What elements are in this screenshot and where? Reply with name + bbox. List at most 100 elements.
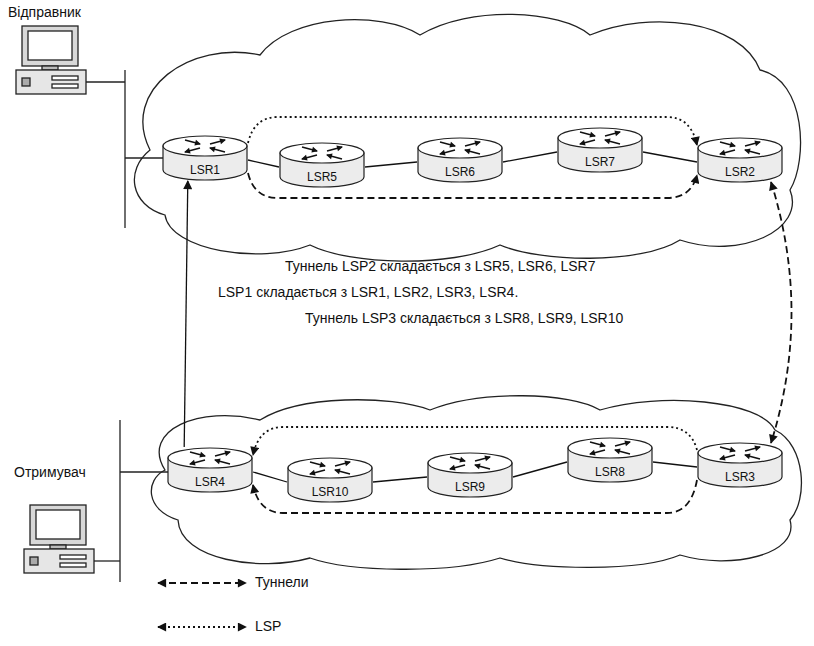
router-arrowhead: [326, 153, 333, 159]
router-top: [698, 443, 782, 463]
lan-wire: [94, 560, 120, 561]
router-arrowhead: [199, 452, 206, 458]
router-arrowhead: [474, 463, 481, 469]
router-arrowhead: [579, 140, 586, 146]
router-arrowhead: [729, 142, 736, 148]
router-arrowhead: [219, 138, 226, 144]
router-top: [568, 438, 652, 458]
router-label: LSR10: [312, 485, 349, 499]
note-text: Туннель LSP3 складається з LSR8, LSR9, L…: [305, 310, 623, 326]
note-text: LSP1 складається з LSR1, LSR2, LSR3, LSR…: [218, 284, 518, 300]
router-arrows: [579, 130, 621, 145]
router-arrows: [309, 460, 351, 475]
router-node: LSR7: [557, 127, 643, 173]
legend-dashed-sample: [158, 582, 246, 584]
router-arrowhead: [614, 448, 621, 454]
link-line: [503, 152, 557, 162]
router-label: LSR5: [307, 170, 337, 184]
tunnel-path: [771, 182, 792, 443]
router-label: LSR7: [585, 155, 615, 169]
link-line: [253, 472, 287, 482]
router-arrowhead: [589, 132, 596, 138]
router-node: LSR6: [417, 137, 503, 183]
router-arrowhead: [624, 440, 631, 446]
router-node: LSR2: [697, 137, 783, 183]
computer-icon: [16, 26, 86, 94]
legend-dotted-sample: [158, 626, 246, 628]
router-arrowhead: [189, 460, 196, 466]
lan-wire: [125, 157, 163, 158]
router-arrows: [719, 140, 761, 155]
legend-text: LSP: [255, 618, 281, 634]
link-line: [653, 462, 697, 467]
router-label: LSR1: [190, 163, 220, 177]
note-label: Отримувач: [14, 464, 86, 481]
router-arrows: [439, 140, 481, 155]
lan-wire: [86, 81, 125, 82]
computer-icon: [24, 505, 94, 573]
link-line: [365, 162, 417, 167]
router-arrowhead: [334, 468, 341, 474]
router-node: LSR3: [697, 442, 783, 488]
router-arrowhead: [184, 148, 191, 154]
router-arrowhead: [604, 138, 611, 144]
router-arrowhead: [464, 148, 471, 154]
router-top: [428, 453, 512, 473]
router-node: LSR1: [162, 135, 248, 181]
link-line: [513, 462, 567, 477]
router-arrowhead: [729, 447, 736, 453]
lan-wire: [119, 420, 120, 582]
note-text: Відправник: [8, 4, 81, 20]
router-arrowhead: [336, 145, 343, 151]
note-label: LSP1 складається з LSR1, LSR2, LSR3, LSR…: [218, 284, 518, 301]
router-top: [558, 128, 642, 148]
router-arrowhead: [301, 155, 308, 161]
router-arrowhead: [209, 146, 216, 152]
router-arrows: [719, 445, 761, 460]
router-arrowhead: [311, 147, 318, 153]
network-cloud: [134, 14, 800, 261]
link-line: [248, 160, 279, 167]
router-arrowhead: [589, 450, 596, 456]
router-top: [418, 138, 502, 158]
lan-wire: [124, 70, 125, 228]
router-arrowhead: [719, 455, 726, 461]
note-text: Отримувач: [14, 464, 86, 480]
router-arrowhead: [474, 140, 481, 146]
router-label: LSR8: [595, 465, 625, 479]
legend-entry: LSP: [255, 618, 281, 635]
router-arrowhead: [599, 442, 606, 448]
router-arrows: [589, 440, 631, 455]
router-arrowhead: [484, 455, 491, 461]
router-arrowhead: [439, 150, 446, 156]
link-line: [643, 152, 697, 162]
router-arrowhead: [449, 465, 456, 471]
lan-wire: [120, 471, 168, 472]
router-node: LSR9: [427, 452, 513, 498]
legend-entry: Туннели: [255, 574, 309, 591]
router-label: LSR9: [455, 480, 485, 494]
router-arrows: [184, 138, 226, 153]
router-label: LSR2: [725, 165, 755, 179]
router-top: [698, 138, 782, 158]
note-label: Туннель LSP2 складається з LSR5, LSR6, L…: [285, 258, 595, 275]
router-arrows: [301, 145, 343, 160]
router-arrowhead: [319, 462, 326, 468]
router-top: [288, 458, 372, 478]
note-text: Туннель LSP2 складається з LSR5, LSR6, L…: [285, 258, 595, 274]
router-arrowhead: [449, 142, 456, 148]
router-arrowhead: [214, 458, 221, 464]
router-arrowhead: [344, 460, 351, 466]
router-label: LSR4: [195, 475, 225, 489]
router-label: LSR3: [725, 470, 755, 484]
router-arrowhead: [309, 470, 316, 476]
router-arrowhead: [459, 457, 466, 463]
router-arrowhead: [194, 140, 201, 146]
router-arrows: [449, 455, 491, 470]
router-node: LSR5: [279, 142, 365, 188]
legend-text: Туннели: [255, 574, 309, 590]
router-arrowhead: [224, 450, 231, 456]
router-top: [168, 448, 252, 468]
router-top: [163, 136, 247, 156]
router-arrowhead: [754, 140, 761, 146]
